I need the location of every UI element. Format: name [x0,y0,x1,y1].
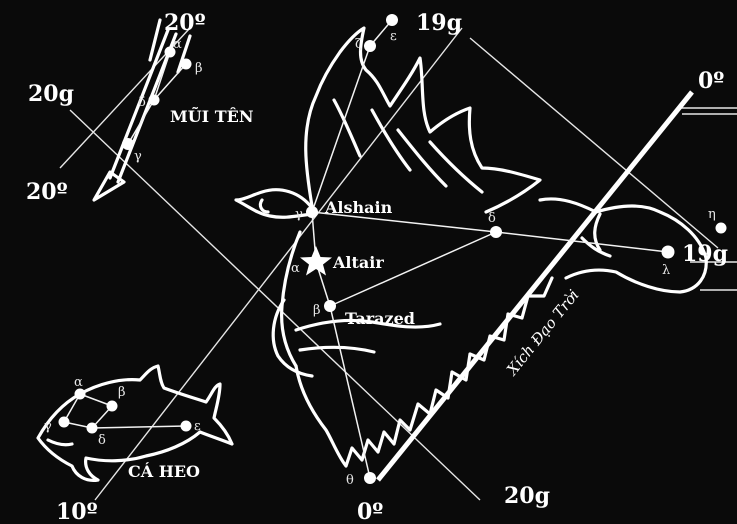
aquila-stars [300,14,727,484]
label-ra-20-left: 20g [28,81,74,107]
star-epsilon-delphini [181,421,192,432]
label-dec-0-bottom: 0º [357,499,383,524]
label-delphinus: CÁ HEO [128,461,200,481]
greek-zeta-aquilae: ζ [355,37,362,52]
greek-eta-aquilae: η [708,207,716,222]
label-celestial-equator: Xích Đạo Trời [502,286,582,379]
line-del-delta-epsilon [92,426,186,428]
star-alshain [306,206,318,218]
greek-epsilon-aquilae: ε [390,29,397,44]
star-theta-aquilae [364,472,376,484]
label-ra-19-right: 19g [682,241,728,267]
ra-20-line [70,110,480,500]
label-ra-19-top: 19g [416,10,462,36]
greek-alpha-sagittae: α [173,37,182,52]
greek-alpha-aquilae: α [291,261,300,276]
dolphin-mouth [48,440,72,445]
greek-delta-delphini: δ [98,433,106,448]
label-dec-20-left: 20º [26,179,68,205]
greek-beta-delphini: β [118,385,126,400]
greek-beta-aquilae: β [313,303,321,318]
label-ra-20-bottom: 20g [504,483,550,509]
greek-gamma-sagittae: γ [134,149,142,164]
star-tarazed [324,300,336,312]
star-delta-sagittae [149,95,160,106]
greek-beta-sagittae: β [195,61,203,76]
star-gamma-delphini [59,417,70,428]
star-beta-sagittae [181,59,192,70]
greek-gamma-delphini: γ [44,419,52,434]
label-altair: Altair [332,253,384,272]
star-epsilon-aquilae [386,14,398,26]
star-lambda-aquilae [662,246,675,259]
star-altair [300,246,332,276]
star-eta-aquilae [716,223,727,234]
greek-lambda-aquilae: λ [662,263,670,278]
eagle-eye-outline [260,200,268,212]
greek-theta-aquilae: θ [346,473,354,488]
label-sagitta: MŨI TÊN [170,105,253,126]
star-alpha-delphini [75,389,86,400]
label-alshain: Alshain [324,198,393,217]
label-dec-0-right: 0º [698,68,724,94]
aquila-lines [312,20,668,478]
star-beta-delphini [107,401,118,412]
greek-delta-aquilae: δ [488,211,496,226]
greek-alpha-delphini: α [74,375,83,390]
label-dec-10-bottom: 10º [56,499,98,524]
line-delta-lambda [496,232,668,252]
greek-delta-sagittae: δ [138,95,146,110]
eagle-figure [236,28,706,466]
star-delta-aquilae [490,226,502,238]
star-zeta-aquilae [364,40,376,52]
label-tarazed: Tarazed [345,309,415,328]
star-delta-delphini [87,423,98,434]
eagle-leg-outline [273,300,312,376]
star-gamma-sagittae [122,138,134,150]
greek-gamma-aquilae: γ [295,207,303,222]
label-dec-20-top: 20º [164,10,206,36]
greek-epsilon-delphini: ε [194,419,201,434]
line-zeta-gamma [312,46,370,212]
